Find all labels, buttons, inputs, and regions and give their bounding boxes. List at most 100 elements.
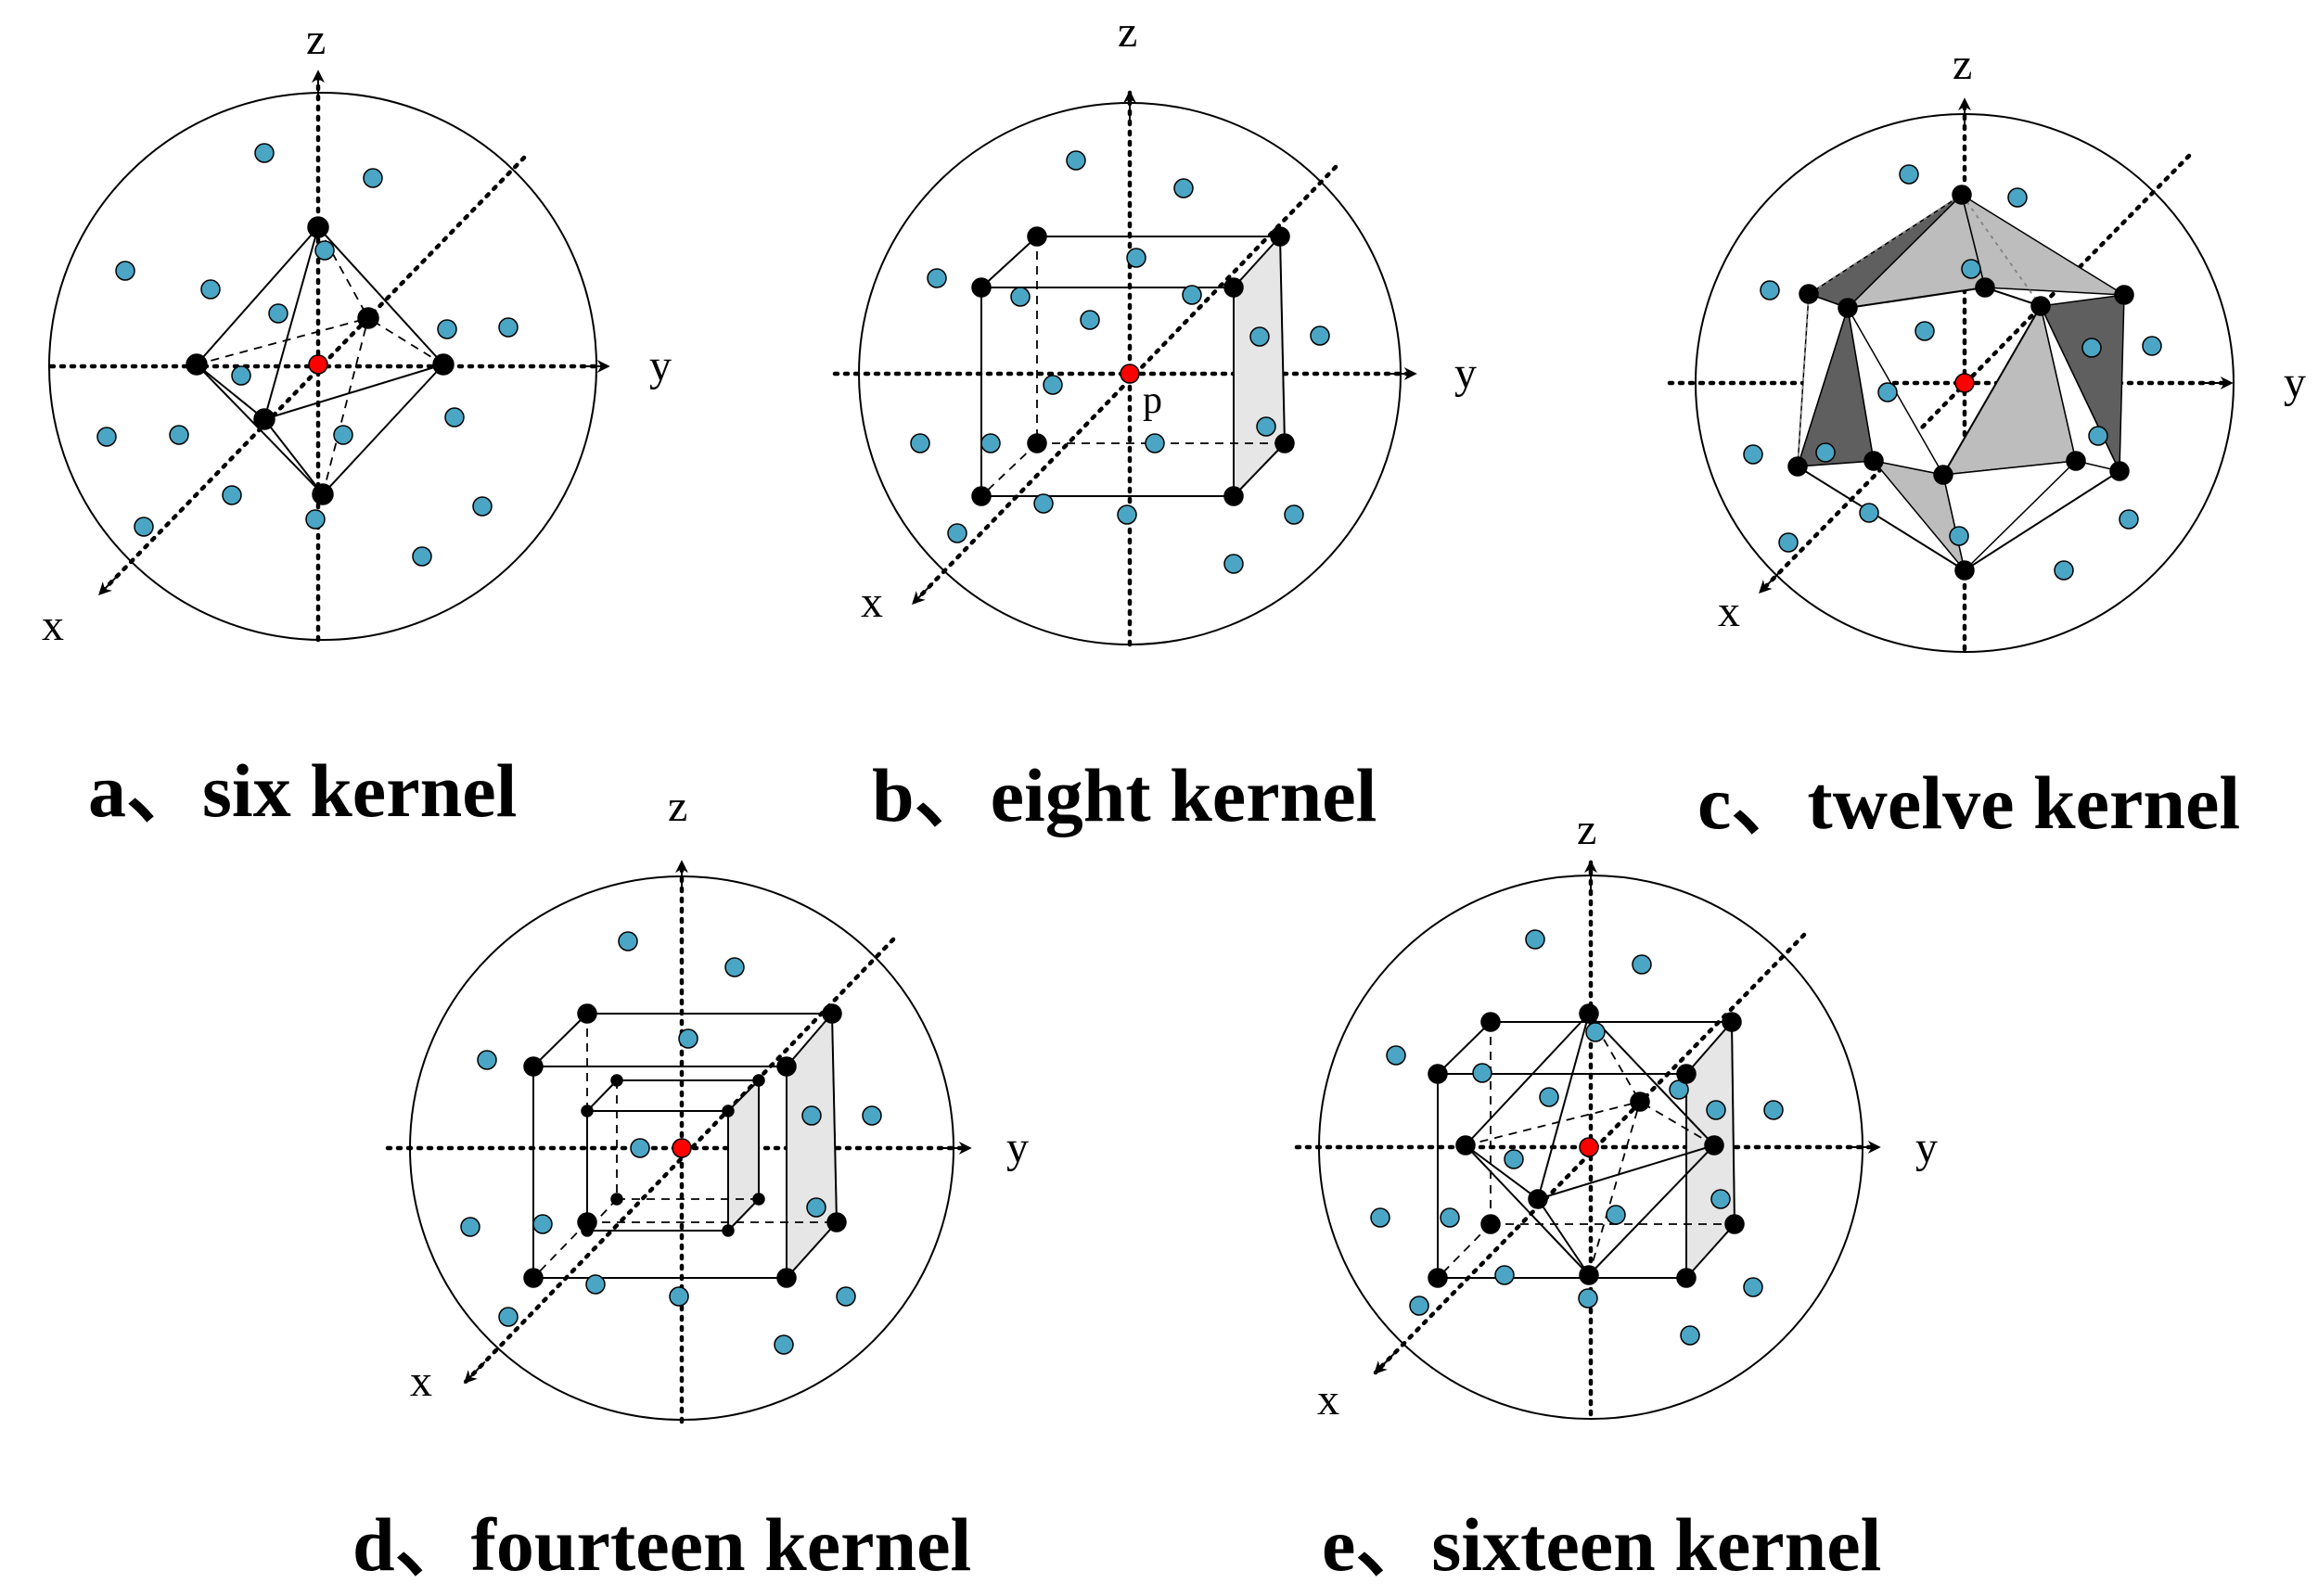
cube-hidden-edge xyxy=(980,442,1038,497)
cube-hidden-edge xyxy=(1437,1223,1492,1279)
sample-point xyxy=(532,1214,553,1234)
kernel-vertex xyxy=(2114,285,2134,305)
x-axis-label: x xyxy=(42,601,64,650)
octahedron-edge xyxy=(1465,1013,1590,1146)
octahedron-edge xyxy=(263,418,324,495)
kernel-vertex xyxy=(822,1003,842,1024)
sample-point xyxy=(1632,954,1652,975)
sample-point xyxy=(2054,560,2074,581)
kernel-vertex xyxy=(1027,226,1047,247)
octahedron-edge xyxy=(1465,1144,1539,1200)
x-axis-arrow xyxy=(912,581,934,606)
kernel-vertex xyxy=(1528,1189,1548,1209)
z-axis-label: z xyxy=(1577,805,1596,854)
sample-point xyxy=(200,279,221,300)
sample-point xyxy=(1256,416,1276,437)
kernel-vertex xyxy=(1704,1135,1724,1156)
sample-point xyxy=(1223,554,1244,574)
inner-kernel-vertex xyxy=(722,1104,735,1117)
sample-point xyxy=(444,407,465,428)
y-axis-label: y xyxy=(1454,349,1477,398)
outer-cube-hidden-edge xyxy=(532,1221,588,1279)
cube-edge xyxy=(1233,442,1286,497)
octahedron-edge xyxy=(196,364,324,495)
sample-point xyxy=(1504,1149,1524,1169)
octahedron-edge xyxy=(1537,1198,1590,1276)
sample-point xyxy=(1126,248,1146,268)
sample-point xyxy=(169,425,189,445)
sample-point xyxy=(1010,287,1031,307)
sample-point xyxy=(1440,1207,1460,1228)
x-axis-label: x xyxy=(410,1357,432,1406)
sample-point xyxy=(1760,280,1780,300)
sample-point xyxy=(801,1105,822,1126)
x-axis-arrow xyxy=(464,1360,486,1385)
kernel-vertex xyxy=(1722,1012,1742,1032)
icosa-hidden-edge xyxy=(1808,194,1963,295)
x-axis-arrow xyxy=(98,572,121,596)
sample-point xyxy=(1173,178,1194,198)
sample-point xyxy=(2007,187,2028,208)
kernel-vertex xyxy=(1975,277,1995,298)
octahedron-edge xyxy=(322,364,444,495)
kernel-vertex xyxy=(1676,1064,1697,1084)
kernel-vertex xyxy=(1274,433,1295,453)
sample-point xyxy=(1859,503,1879,523)
cube-edge xyxy=(1437,1021,1492,1075)
sample-point xyxy=(1778,532,1799,553)
kernel-vertex xyxy=(1724,1214,1745,1234)
sample-point xyxy=(460,1217,480,1237)
sample-point xyxy=(1743,444,1763,465)
sample-point xyxy=(1386,1045,1406,1066)
kernel-vertex xyxy=(1630,1092,1650,1112)
sample-point xyxy=(1961,259,1981,279)
y-axis-label: y xyxy=(2284,358,2306,407)
sample-point xyxy=(1494,1265,1515,1285)
sample-point xyxy=(2081,338,2102,358)
sample-point xyxy=(96,427,117,447)
x-axis-label: x xyxy=(1317,1375,1339,1424)
sample-point xyxy=(1284,504,1304,525)
kernel-vertex xyxy=(1223,277,1244,298)
sample-point xyxy=(1033,493,1054,514)
kernel-vertex xyxy=(186,353,208,376)
kernel-vertex xyxy=(776,1056,797,1077)
sample-point xyxy=(1370,1207,1390,1228)
kernel-vertex xyxy=(357,307,379,329)
sample-point xyxy=(669,1286,689,1307)
sample-point xyxy=(1915,321,1935,341)
sample-point xyxy=(115,261,135,281)
cube-edge xyxy=(1685,1223,1735,1279)
kernel-vertex xyxy=(312,483,334,505)
sample-point xyxy=(910,433,930,453)
kernel-vertex xyxy=(1428,1268,1448,1288)
kernel-vertex xyxy=(1223,486,1244,506)
kernel-vertex xyxy=(1579,1265,1599,1285)
octahedron-edge xyxy=(1465,1144,1590,1276)
sample-point xyxy=(1585,1022,1606,1042)
cube-edge xyxy=(1731,1021,1735,1225)
kernel-vertex xyxy=(2109,461,2130,481)
kernel-vertex xyxy=(253,408,275,430)
sample-point xyxy=(498,1307,519,1327)
panel-caption: e、sixteen kernel xyxy=(1322,1502,1881,1587)
sample-point xyxy=(472,496,493,517)
kernel-vertex xyxy=(776,1268,797,1288)
sample-point xyxy=(1710,1189,1731,1209)
kernel-vertex xyxy=(523,1268,544,1288)
octahedron-edge xyxy=(196,226,319,365)
x-axis xyxy=(97,155,527,596)
sample-point xyxy=(1117,504,1137,525)
sample-point xyxy=(806,1197,826,1218)
sample-point xyxy=(1877,382,1898,402)
kernel-vertex xyxy=(1455,1135,1476,1156)
icosa-face xyxy=(1942,460,2079,572)
x-axis-label: x xyxy=(861,578,883,627)
sample-point xyxy=(305,509,326,530)
kernel-vertex xyxy=(1933,465,1953,485)
